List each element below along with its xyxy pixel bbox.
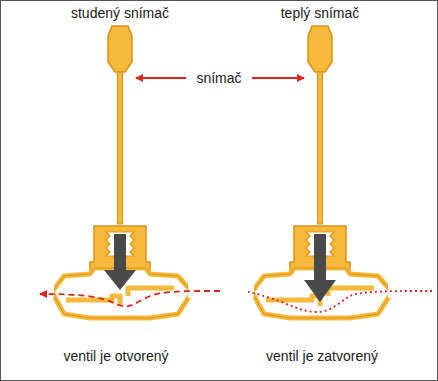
callout-label: snímač <box>194 70 243 87</box>
state-label: ventil je otvorený <box>61 348 170 365</box>
state-label: ventil je zatvorený <box>264 348 380 365</box>
sensor-label: studený snímač <box>69 5 171 22</box>
sensor-label: teplý snímač <box>279 5 362 22</box>
